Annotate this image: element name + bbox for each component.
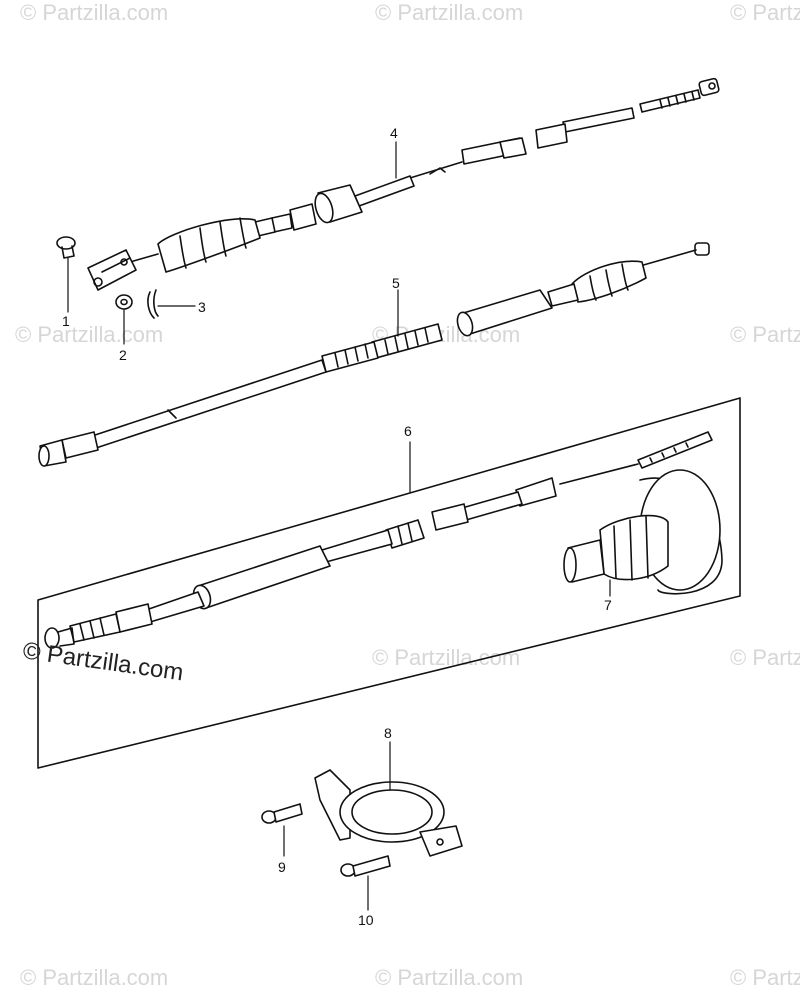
washer-part-2 <box>115 294 133 310</box>
watermark: © Partzilla.com <box>375 0 523 25</box>
watermark: © Partzilla.com <box>730 322 800 347</box>
watermark: © Partzilla.com <box>730 645 800 670</box>
callout-4: 4 <box>390 125 398 141</box>
callout-2: 2 <box>119 347 127 363</box>
bolt-part-9 <box>261 803 303 824</box>
leader-lines <box>67 141 611 911</box>
callout-5: 5 <box>392 275 400 291</box>
watermark: © Partzilla.com <box>372 645 520 670</box>
bolt-part-10 <box>340 855 391 877</box>
watermark: © Partzilla.com <box>730 965 800 990</box>
watermark: © Partzilla.com <box>20 965 168 990</box>
clevis-pin-part-1 <box>56 236 76 259</box>
callout-3: 3 <box>198 299 206 315</box>
cable-part-5 <box>38 242 710 467</box>
callout-7: 7 <box>604 597 612 613</box>
callout-10: 10 <box>358 912 374 928</box>
watermark: © Partzilla.com <box>730 0 800 25</box>
callout-9: 9 <box>278 859 286 875</box>
callout-1: 1 <box>62 313 70 329</box>
boot-part-7 <box>563 469 723 595</box>
watermark: © Partzilla.com <box>375 965 523 990</box>
cable-part-6-assembly-box <box>37 397 741 769</box>
watermark: © Partzilla.com <box>15 322 163 347</box>
watermark: © Partzilla.com <box>20 0 168 25</box>
callout-8: 8 <box>384 725 392 741</box>
callouts: 1 2 3 4 5 6 7 8 9 10 <box>62 125 612 928</box>
callout-6: 6 <box>404 423 412 439</box>
cable-part-4 <box>87 77 720 291</box>
watermark-main: © Partzilla.com <box>21 637 185 686</box>
cable-part-6 <box>44 431 713 649</box>
clamp-part-8 <box>314 769 463 857</box>
cotter-pin-part-3 <box>147 289 159 319</box>
